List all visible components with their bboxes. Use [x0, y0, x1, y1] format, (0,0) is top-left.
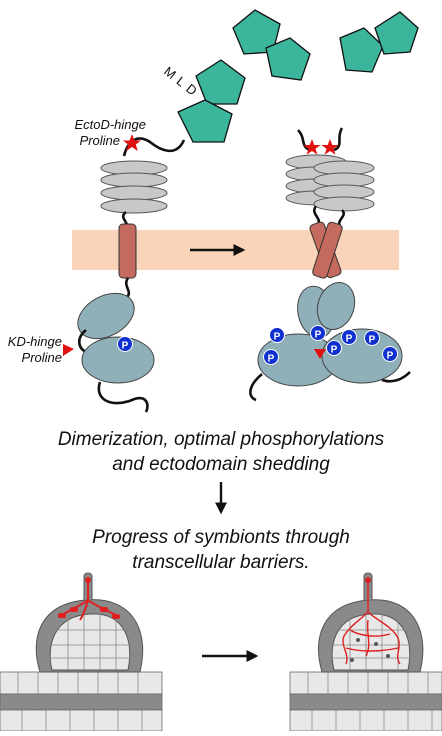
phospho-label: P — [369, 335, 376, 346]
progress-caption-line2: transcellular barriers. — [132, 552, 310, 573]
receptor-dimer — [249, 127, 411, 402]
kd-hinge-proline-marker — [63, 344, 74, 356]
dimerization-caption: Dimerization, optimal phosphorylations a… — [0, 427, 442, 477]
mld-label: MLD — [161, 64, 204, 102]
nodule-before — [0, 572, 163, 732]
shed-mld-dimer-2 — [339, 11, 419, 73]
phospho-badges: P P P P P P P P — [117, 325, 398, 365]
kd-hinge-proline-marker-right — [314, 349, 326, 359]
receptor-monomer — [77, 59, 246, 413]
progress-caption-line1: Progress of symbionts through — [92, 527, 350, 548]
nodule-after — [289, 572, 442, 732]
phospho-label: P — [346, 334, 353, 345]
ectod-hinge-label: EctoD-hinge Proline — [40, 117, 146, 149]
dimerization-caption-line2: and ectodomain shedding — [112, 454, 330, 475]
progress-caption: Progress of symbionts through transcellu… — [0, 525, 442, 575]
ectod-hinge-proline-star-a — [303, 139, 321, 155]
ectod-hinge-proline-star-b — [321, 139, 339, 155]
kd-hinge-label-line1: KD-hinge — [7, 334, 62, 349]
phospho-label: P — [274, 332, 281, 343]
shed-mld-dimer-1 — [232, 9, 311, 81]
phospho-label: P — [315, 330, 322, 341]
phospho-label: P — [122, 341, 129, 352]
phospho-label: P — [268, 354, 275, 365]
transmembrane-helix — [118, 223, 137, 279]
ectod-hinge-label-line2: Proline — [79, 133, 120, 148]
phospho-label: P — [331, 345, 338, 356]
mld-domain-lower — [177, 99, 233, 143]
mld-domain-upper — [195, 59, 246, 105]
kd-hinge-label: KD-hinge Proline — [0, 334, 62, 366]
phospho-label: P — [387, 351, 394, 362]
ectod-hinge-proline-star — [123, 134, 141, 151]
kd-hinge-label-line2: Proline — [21, 350, 62, 365]
ectod-hinge-label-line1: EctoD-hinge — [74, 117, 146, 132]
kinase-domain — [81, 336, 155, 384]
dimerization-caption-line1: Dimerization, optimal phosphorylations — [57, 429, 385, 450]
